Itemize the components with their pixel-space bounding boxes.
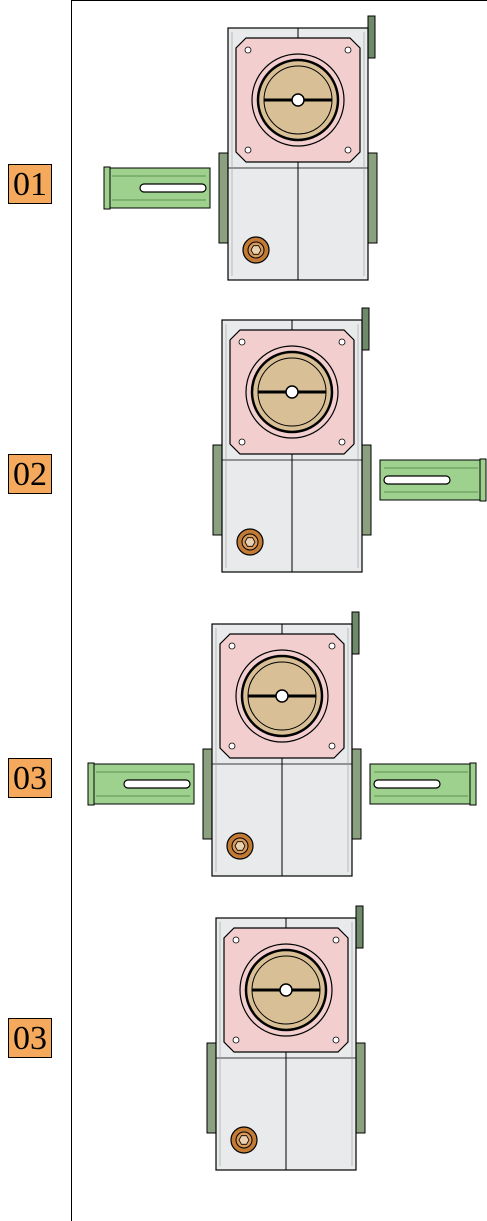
top-divider (71, 0, 487, 1)
gearbox-unit-4 (205, 904, 367, 1172)
config-label-2: 02 (8, 454, 52, 494)
gearbox-unit-3 (87, 610, 477, 878)
config-label-3: 03 (8, 758, 52, 798)
config-label-4: 03 (8, 1018, 52, 1058)
gearbox-unit-2 (211, 306, 487, 574)
vertical-divider (71, 0, 72, 1221)
gearbox-unit-1 (103, 14, 379, 282)
config-label-1: 01 (8, 164, 52, 204)
